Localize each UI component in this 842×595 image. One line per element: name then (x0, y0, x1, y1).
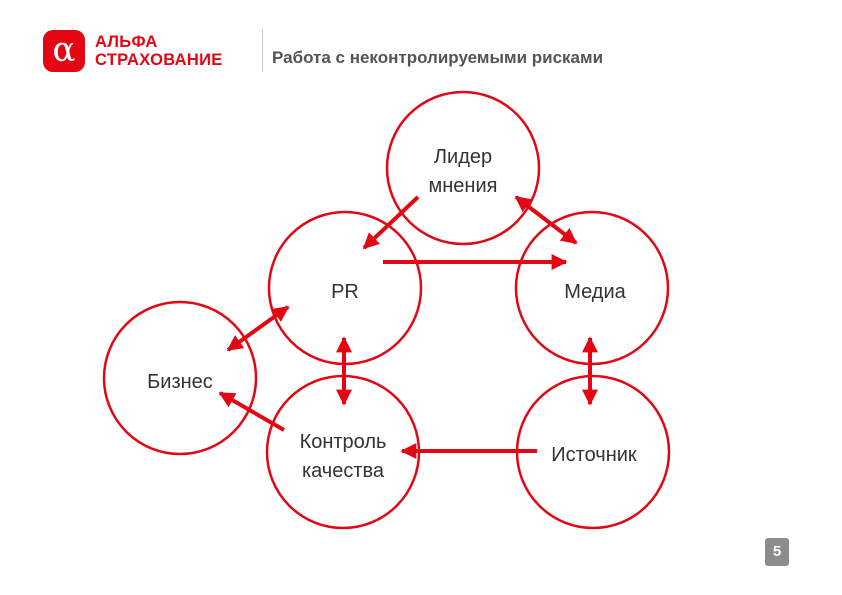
node-circle-business (102, 300, 258, 456)
node-label-business: Бизнес (147, 371, 213, 393)
arrow-leader-pr (362, 195, 420, 250)
node-label-quality-1: Контроль (300, 431, 387, 453)
arrow-business-quality (218, 391, 286, 432)
logo-wordmark: АЛЬФА СТРАХОВАНИЕ (95, 33, 223, 69)
arrow-leader-media (514, 195, 578, 245)
node-circle-leader (385, 90, 541, 246)
header-divider (262, 30, 263, 72)
slide-title: Работа с неконтролируемыми рисками (272, 48, 604, 67)
node-label-source: Источник (551, 444, 637, 466)
page-number-badge: 5 (765, 538, 789, 566)
node-label-pr: PR (331, 281, 359, 303)
node-label-leader-2: мнения (429, 175, 498, 197)
alpha-logo-icon: α (43, 30, 85, 72)
logo-line-1: АЛЬФА (95, 33, 158, 51)
company-logo: α АЛЬФА СТРАХОВАНИЕ (43, 30, 243, 76)
node-label-media: Медиа (564, 281, 626, 303)
node-label-leader-1: Лидер (434, 146, 492, 168)
node-label-quality-2: качества (302, 460, 385, 482)
arrow-business-pr (226, 305, 290, 352)
logo-line-2: СТРАХОВАНИЕ (95, 51, 223, 69)
